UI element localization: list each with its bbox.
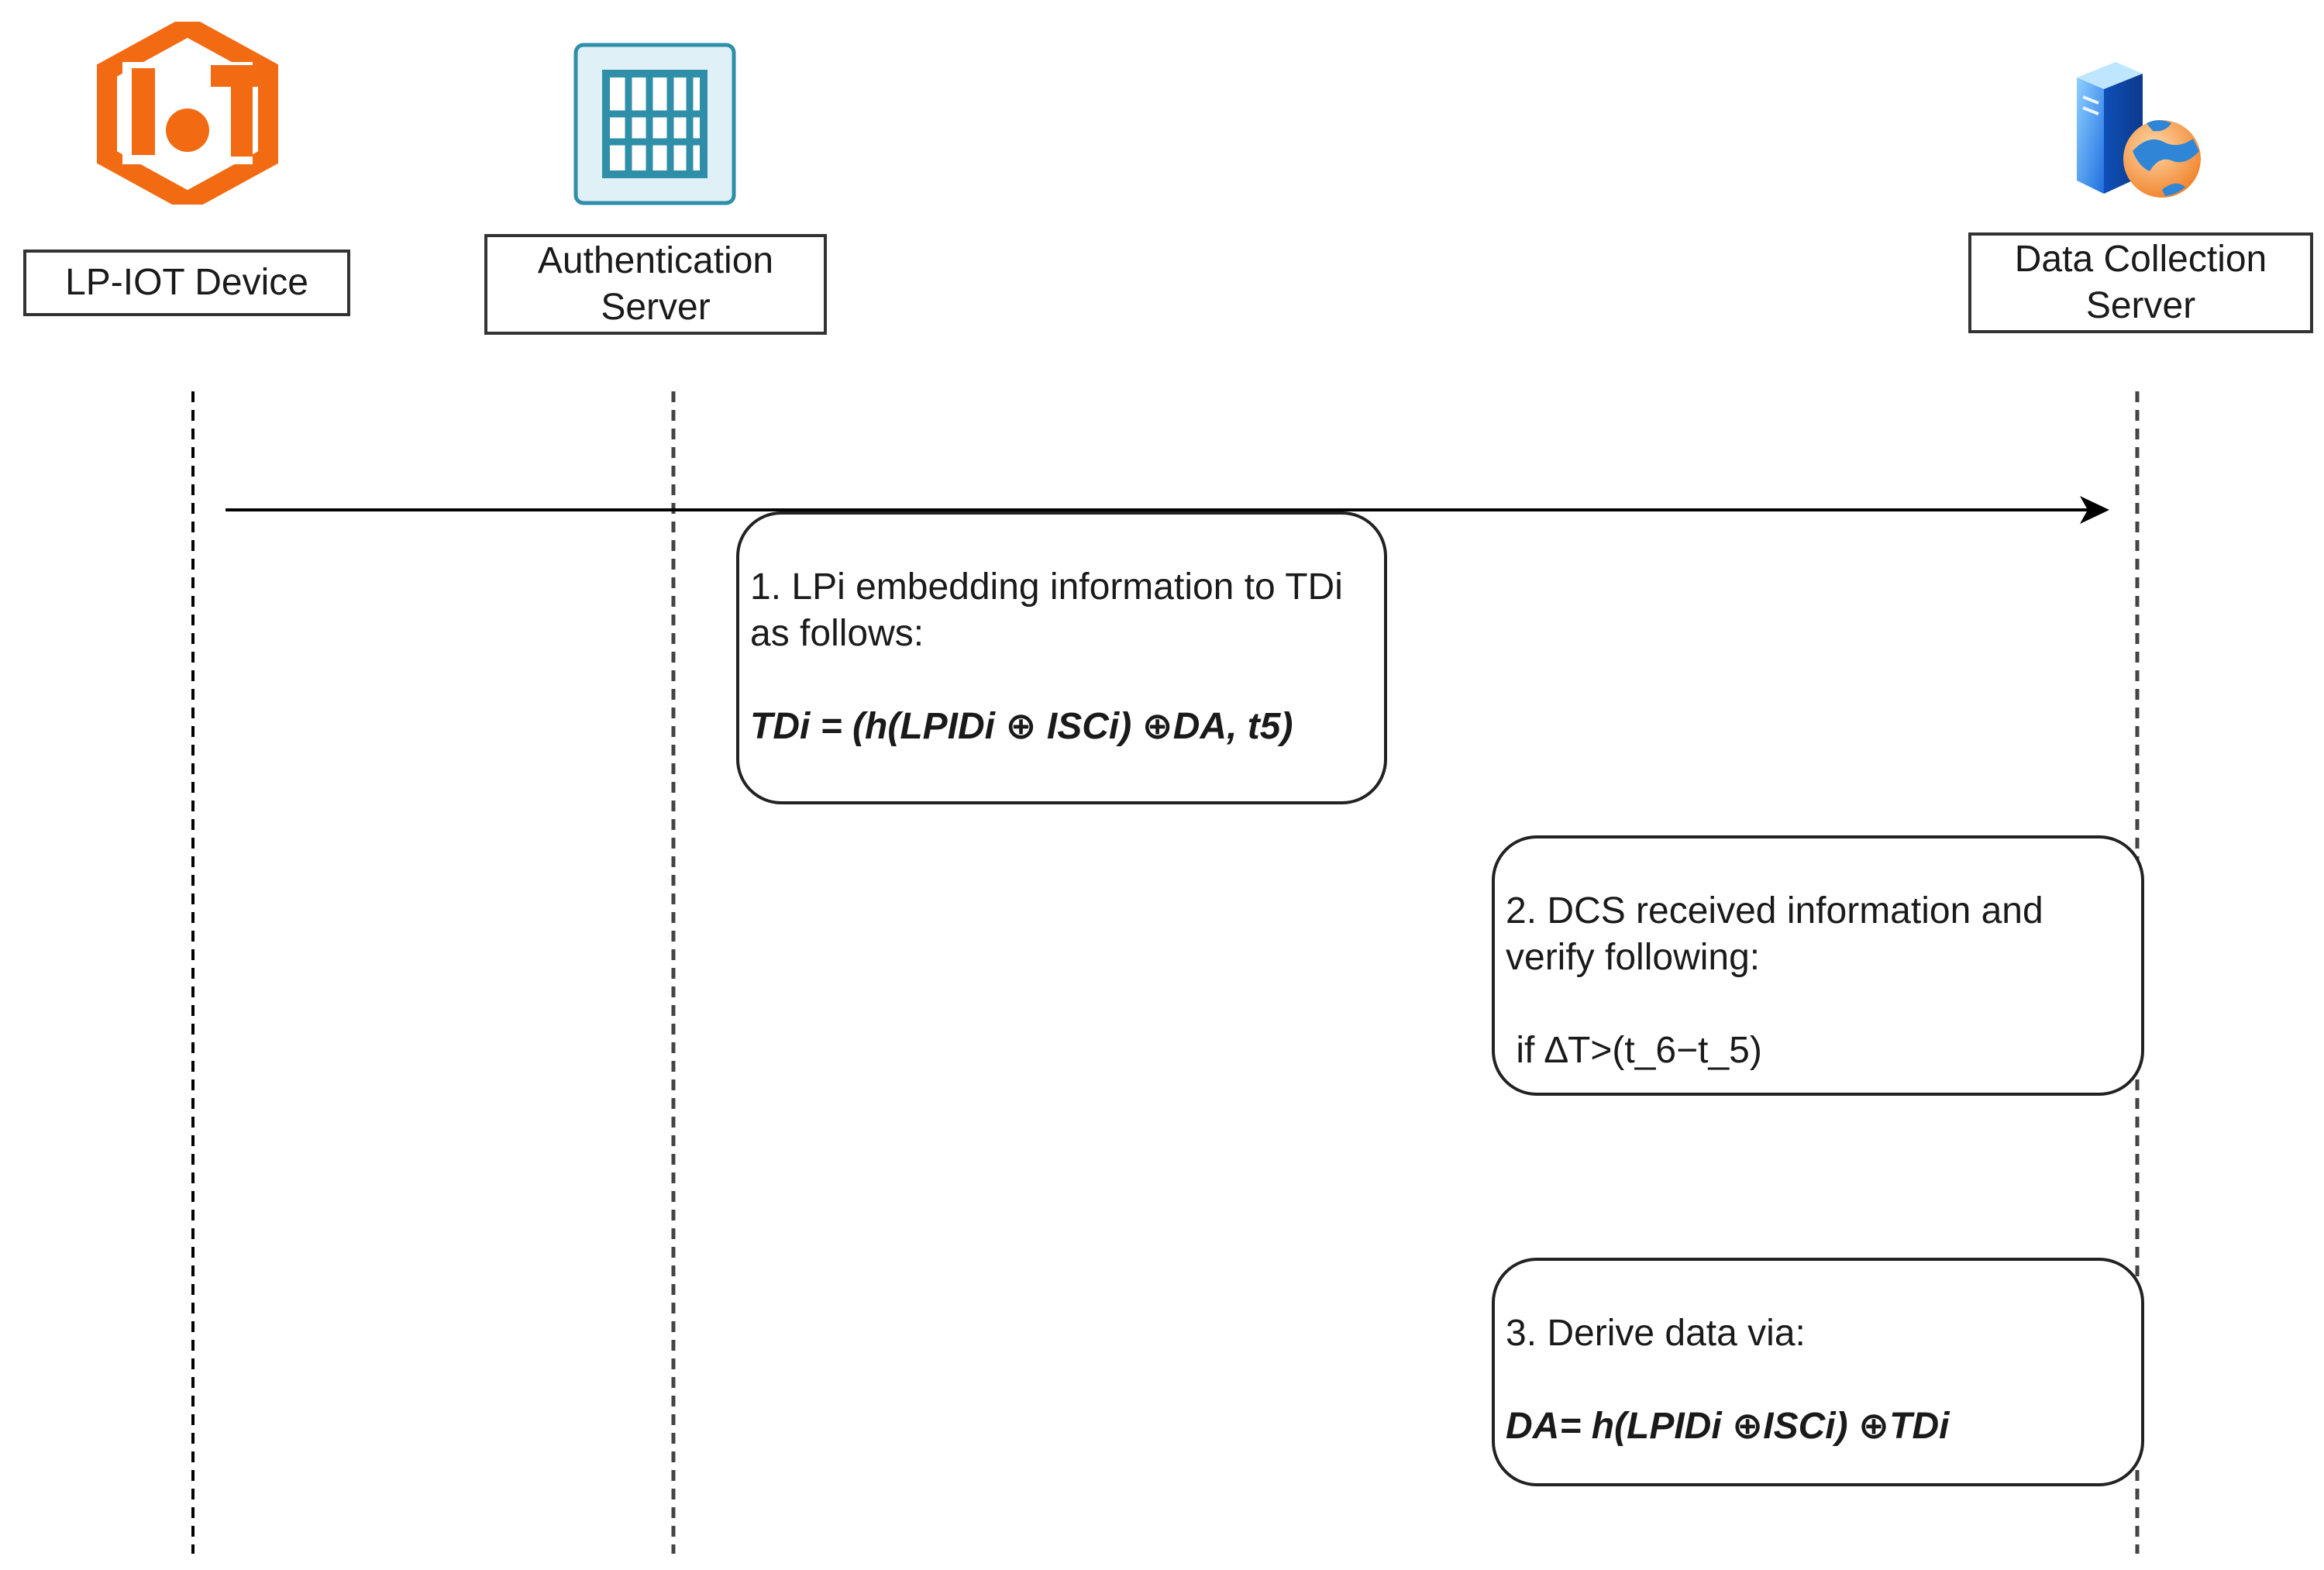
dcs-label-box: Data Collection Server (1968, 232, 2313, 333)
step-2-formula: if ∆T>(t_6−t_5) (1506, 1030, 1762, 1071)
message-arrowhead (2080, 496, 2109, 524)
step-2-note: 2. DCS received information and verify f… (1492, 835, 2144, 1096)
step-1-note: 1. LPi embedding information to TDi as f… (736, 511, 1387, 804)
step-3-formula: DA= h(LPIDi ⊕ISCi) ⊕TDi (1506, 1406, 1950, 1447)
device-label-box: LP-IOT Device (23, 250, 350, 316)
step-3-line1: 3. Derive data via: (1506, 1313, 1806, 1354)
step-2-line2: verify following: (1506, 937, 1761, 978)
dcs-label-line1: Data Collection (2014, 239, 2267, 280)
auth-server-label-line2: Server (601, 287, 711, 328)
step-1-formula: TDi = (h(LPIDi ⊕ ISCi) ⊕DA, t5) (750, 706, 1293, 747)
iot-logo-icon (97, 22, 278, 205)
server-rack-icon (573, 43, 736, 205)
device-label: LP-IOT Device (65, 262, 308, 303)
web-server-globe-icon (2077, 62, 2201, 198)
dcs-label-line2: Server (2085, 285, 2196, 326)
auth-server-label-box: Authentication Server (484, 234, 827, 335)
step-1-line1: 1. LPi embedding information to TDi (750, 566, 1343, 608)
step-2-line1: 2. DCS received information and (1506, 890, 2043, 931)
step-1-line2: as follows: (750, 613, 924, 654)
step-3-note: 3. Derive data via: DA= h(LPIDi ⊕ISCi) ⊕… (1492, 1258, 2144, 1486)
auth-server-label-line1: Authentication (537, 240, 774, 281)
